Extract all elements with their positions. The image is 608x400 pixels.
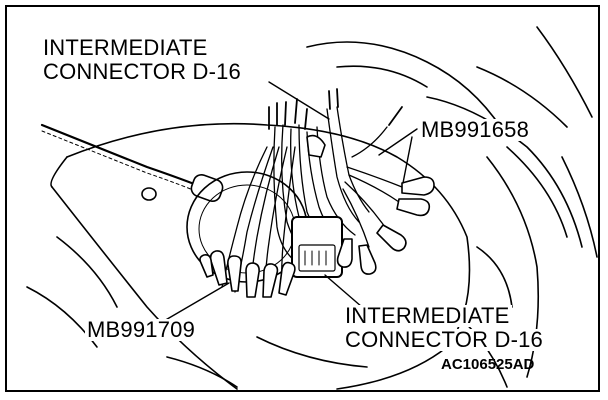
intermediate-connector-d16: [291, 134, 343, 278]
callout-connector-bottom-line1: INTERMEDIATE: [343, 303, 512, 328]
callout-connector-top-line1: INTERMEDIATE: [41, 35, 210, 60]
callout-tool-mb991658: MB991658: [419, 117, 532, 142]
harness-cable: [40, 123, 224, 203]
technical-illustration: [26, 26, 598, 390]
leader-lines: [156, 81, 418, 326]
figure-frame: INTERMEDIATE CONNECTOR D-16 MB991658 MB9…: [5, 5, 600, 392]
panel-hole: [141, 187, 157, 201]
lead-pin-tips: [268, 88, 403, 130]
figure-code: AC106525AD: [441, 356, 535, 373]
callout-connector-bottom-line2: CONNECTOR D-16: [343, 327, 545, 352]
callout-connector-top-line2: CONNECTOR D-16: [41, 59, 243, 84]
alligator-clips-right: [336, 176, 435, 275]
alligator-clips-left: [199, 250, 296, 298]
callout-tool-mb991709: MB991709: [85, 317, 198, 342]
